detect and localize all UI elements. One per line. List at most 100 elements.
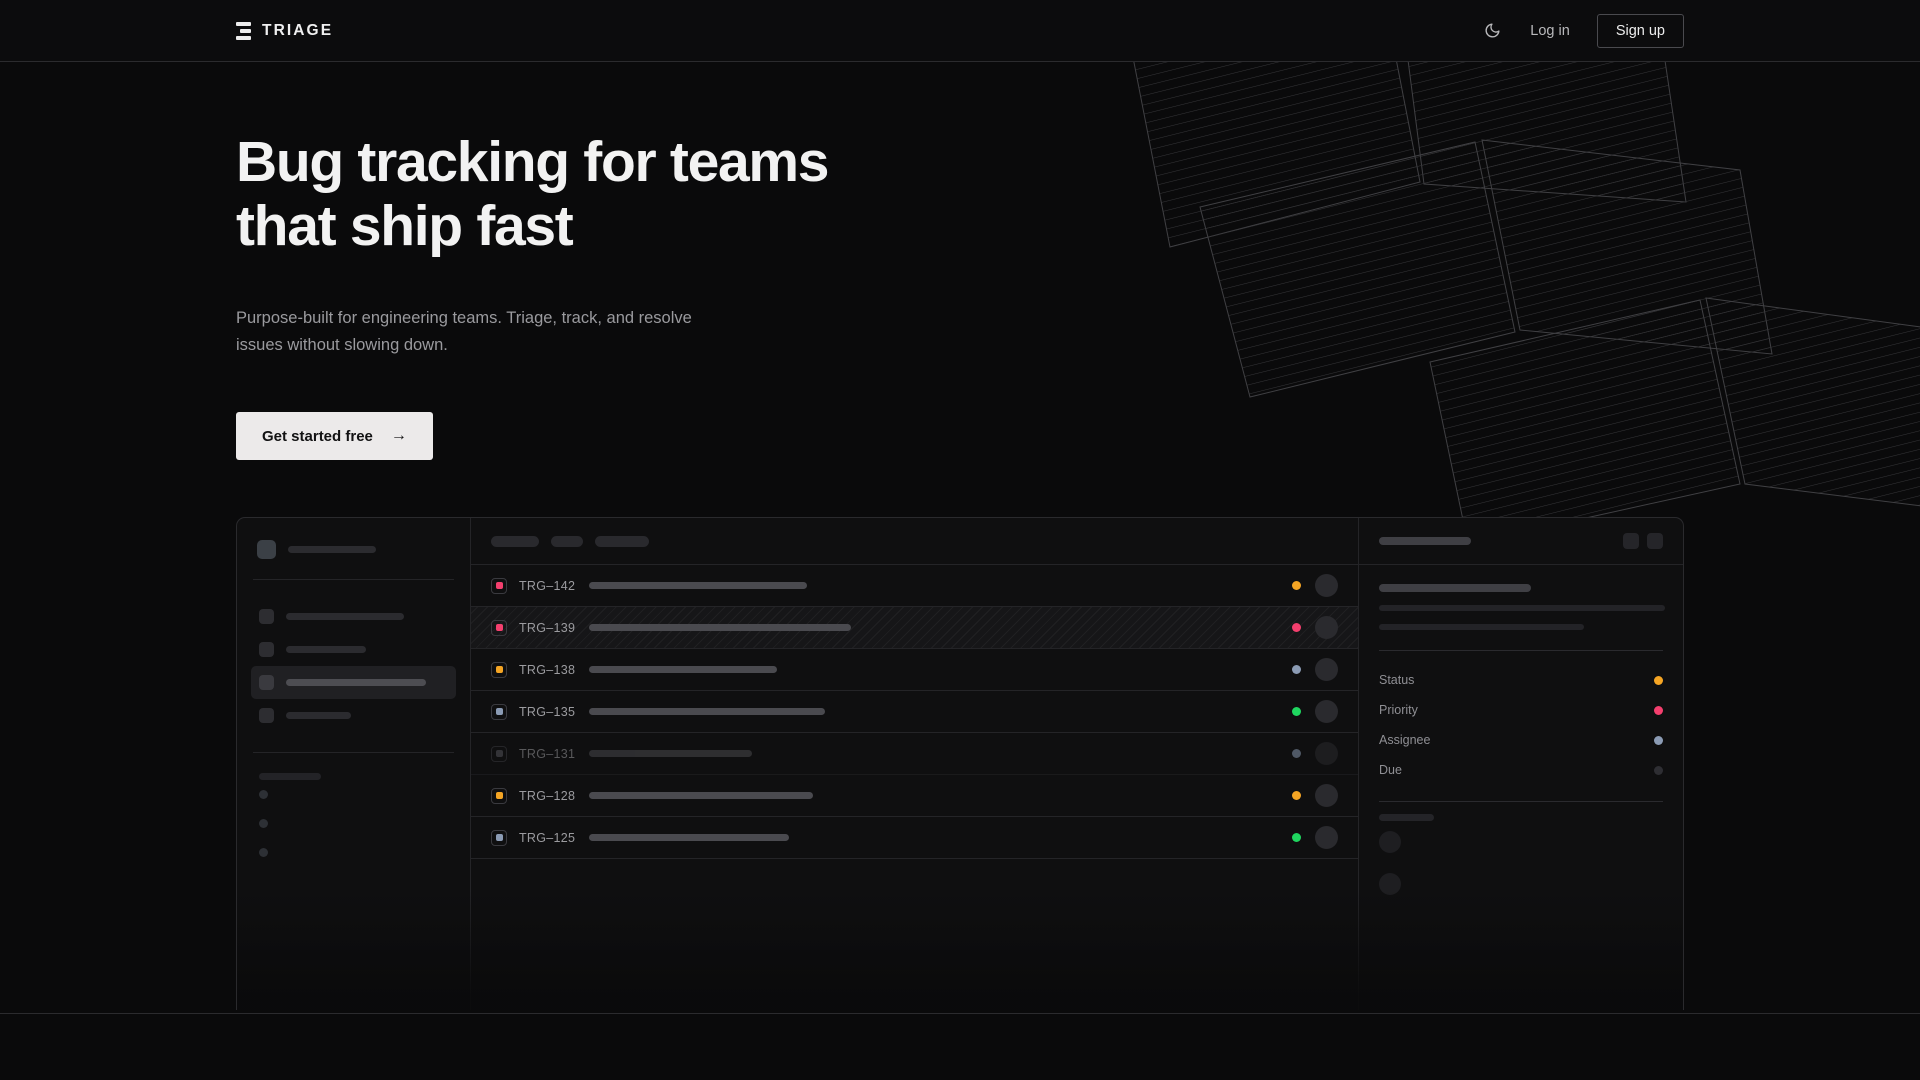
meta-label: Assignee [1379, 733, 1431, 747]
avatar[interactable] [1315, 742, 1338, 765]
sidebar-item-0[interactable] [251, 600, 456, 633]
project-dot-icon [259, 790, 268, 799]
issue-type-icon [491, 829, 507, 846]
table-row[interactable]: TRG–128 [471, 775, 1358, 817]
avatar[interactable] [1315, 616, 1338, 639]
avatar[interactable] [1315, 826, 1338, 849]
issue-id: TRG–135 [519, 704, 576, 719]
status-badge [1292, 623, 1301, 632]
cta-label: Get started free [262, 427, 373, 445]
avatar[interactable] [1315, 574, 1338, 597]
sidebar-project-0[interactable] [251, 780, 456, 809]
meta-label: Status [1379, 673, 1415, 687]
meta-label: Due [1379, 763, 1402, 777]
workspace-avatar [257, 540, 276, 559]
meta-row-priority[interactable]: Priority [1379, 695, 1663, 725]
moon-icon[interactable] [1481, 20, 1503, 42]
issue-title-placeholder [589, 582, 807, 589]
meta-row-assignee[interactable]: Assignee [1379, 725, 1663, 755]
status-badge [1292, 707, 1301, 716]
issue-type-icon [491, 577, 507, 594]
issue-title-placeholder [589, 834, 789, 841]
issue-title-placeholder [589, 666, 777, 673]
table-row[interactable]: TRG–138 [471, 649, 1358, 691]
mock-sidebar-nav [251, 600, 456, 732]
project-dot-icon [259, 848, 268, 857]
sidebar-item-3[interactable] [251, 699, 456, 732]
meta-value-dot [1654, 765, 1663, 775]
login-link[interactable]: Log in [1530, 22, 1570, 39]
sidebar-item-2[interactable] [251, 666, 456, 699]
sidebar-project-2[interactable] [251, 838, 456, 867]
table-row[interactable]: TRG–139 [471, 607, 1358, 649]
issue-type-icon [491, 661, 507, 678]
detail-header-actions [1623, 533, 1663, 549]
avatar[interactable] [1315, 658, 1338, 681]
comment-item-0 [1379, 821, 1663, 863]
mock-list-toolbar [471, 518, 1358, 565]
table-row[interactable]: TRG–131 [471, 733, 1358, 775]
sidebar-item-icon [259, 609, 274, 624]
issue-title-placeholder [589, 792, 813, 799]
detail-description-line-0 [1379, 605, 1665, 611]
meta-value-dot [1654, 675, 1663, 685]
detail-action-icon-1[interactable] [1647, 533, 1663, 549]
arrow-right-icon: → [390, 427, 407, 445]
sidebar-project-1[interactable] [251, 809, 456, 838]
comment-item-1 [1379, 863, 1663, 905]
detail-description-lines [1379, 605, 1665, 630]
meta-value-dot [1654, 735, 1663, 745]
meta-row-status[interactable]: Status [1379, 665, 1663, 695]
issue-title-placeholder [589, 624, 851, 631]
issue-type-icon [491, 787, 507, 804]
mock-sidebar-workspace[interactable] [251, 534, 456, 559]
status-badge [1292, 833, 1301, 842]
filter-chip-0[interactable] [491, 535, 539, 547]
sidebar-divider-top [253, 579, 454, 580]
row-meta [1292, 826, 1338, 849]
issue-type-icon [491, 619, 507, 636]
row-meta [1292, 700, 1338, 723]
stacked-bars-logo-icon [236, 21, 251, 40]
issue-id: TRG–139 [519, 620, 576, 635]
hero-title-line-2: that ship fast [236, 194, 574, 259]
table-row[interactable]: TRG–142 [471, 565, 1358, 607]
detail-description-line-1 [1379, 624, 1584, 630]
sidebar-section-label [259, 773, 321, 780]
issue-id: TRG–142 [519, 578, 576, 593]
detail-action-icon-0[interactable] [1623, 533, 1639, 549]
sidebar-item-icon [259, 708, 274, 723]
avatar[interactable] [1315, 784, 1338, 807]
mock-sidebar [237, 518, 471, 1010]
filter-chip-2[interactable] [595, 535, 649, 547]
hero-section: Bug tracking for teams that ship fast Pu… [0, 62, 1920, 517]
brand-logo[interactable]: TRIAGE [236, 21, 333, 40]
page-bottom-rule [0, 1013, 1920, 1014]
sidebar-item-label [286, 679, 426, 686]
avatar [1379, 873, 1401, 895]
avatar [1379, 831, 1401, 853]
issue-type-icon [491, 703, 507, 720]
detail-heading-placeholder [1379, 584, 1531, 592]
filter-chip-1[interactable] [551, 535, 583, 547]
status-badge [1292, 665, 1301, 674]
workspace-name-placeholder [288, 546, 376, 553]
meta-row-due[interactable]: Due [1379, 755, 1663, 785]
table-row[interactable]: TRG–135 [471, 691, 1358, 733]
project-dot-icon [259, 819, 268, 828]
avatar[interactable] [1315, 700, 1338, 723]
sidebar-item-1[interactable] [251, 633, 456, 666]
table-row[interactable]: TRG–125 [471, 817, 1358, 859]
hero-title-line-1: Bug tracking for teams [236, 130, 830, 194]
meta-value-dot [1654, 705, 1663, 715]
get-started-button[interactable]: Get started free → [236, 412, 433, 461]
sidebar-item-label [286, 646, 366, 653]
row-meta [1292, 658, 1338, 681]
signup-button[interactable]: Sign up [1596, 13, 1684, 48]
issue-title-placeholder [589, 708, 825, 715]
sidebar-divider-bottom [253, 752, 454, 753]
detail-header [1359, 518, 1683, 565]
sidebar-item-icon [259, 675, 274, 690]
